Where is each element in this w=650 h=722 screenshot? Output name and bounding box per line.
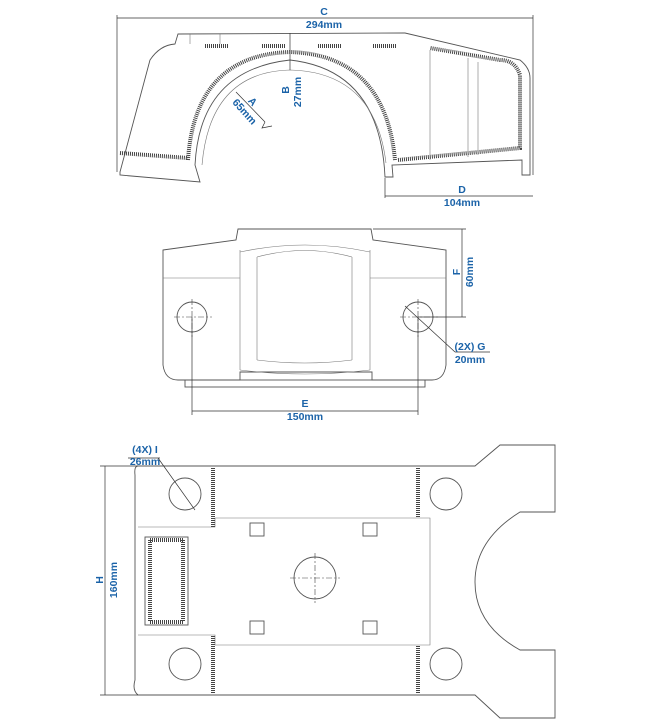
dim-b-letter: B — [280, 86, 292, 94]
dim-d-value: 104mm — [444, 197, 480, 209]
dim-e-letter: E — [301, 398, 308, 410]
front-view: E 150mm F 60mm (2X) G 20mm — [162, 228, 490, 423]
dim-f-value: 60mm — [464, 257, 476, 287]
dim-b-value: 27mm — [292, 77, 304, 107]
dim-g-letter: (2X) G — [455, 341, 486, 353]
dim-g-value: 20mm — [455, 354, 485, 366]
dim-h-letter: H — [94, 576, 106, 584]
dim-i-value: 26mm — [130, 456, 160, 468]
side-view: C 294mm D 104mm B 27mm A 65mm — [116, 6, 534, 209]
dim-f-letter: F — [451, 268, 463, 275]
dim-d-letter: D — [458, 184, 466, 196]
top-view: H 160mm (4X) I 26mm — [94, 444, 556, 719]
dim-c-letter: C — [320, 6, 328, 18]
dim-c-value: 294mm — [306, 19, 342, 31]
dim-i-letter: (4X) I — [132, 444, 158, 456]
dim-h-value: 160mm — [108, 562, 120, 598]
dim-e-value: 150mm — [287, 411, 323, 423]
